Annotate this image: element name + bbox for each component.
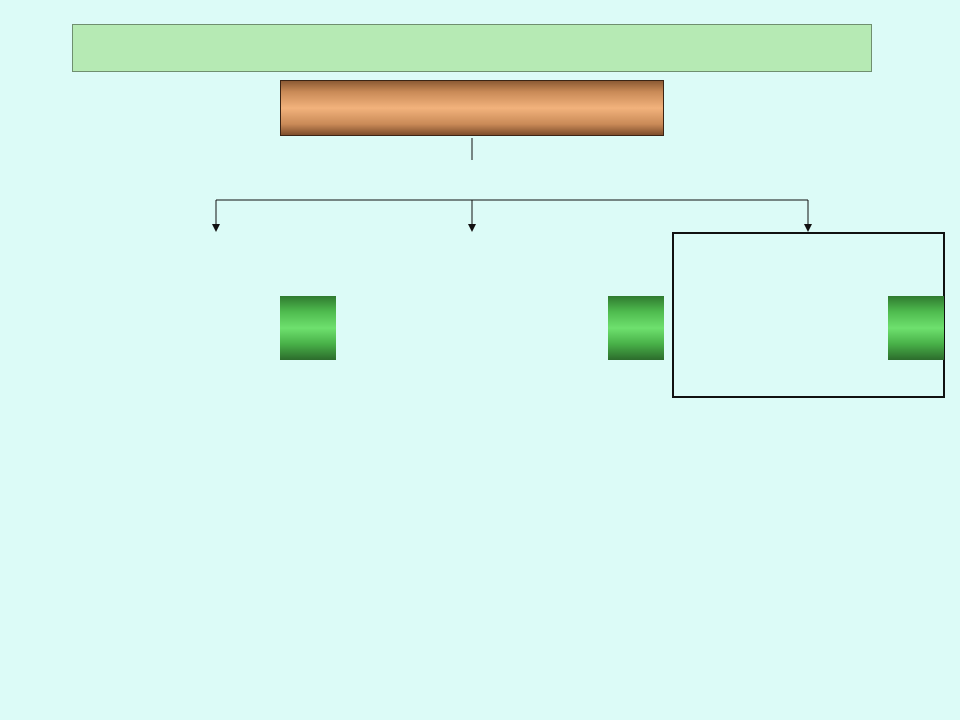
- arrowhead-3: [804, 224, 812, 232]
- branch-node-3: [888, 296, 944, 360]
- arrowhead-2: [468, 224, 476, 232]
- branch-node-1: [280, 296, 336, 360]
- detail-box: [672, 232, 945, 398]
- arrowhead-1: [212, 224, 220, 232]
- title-bar: [72, 24, 872, 72]
- root-node: [280, 80, 664, 136]
- branch-node-2: [608, 296, 664, 360]
